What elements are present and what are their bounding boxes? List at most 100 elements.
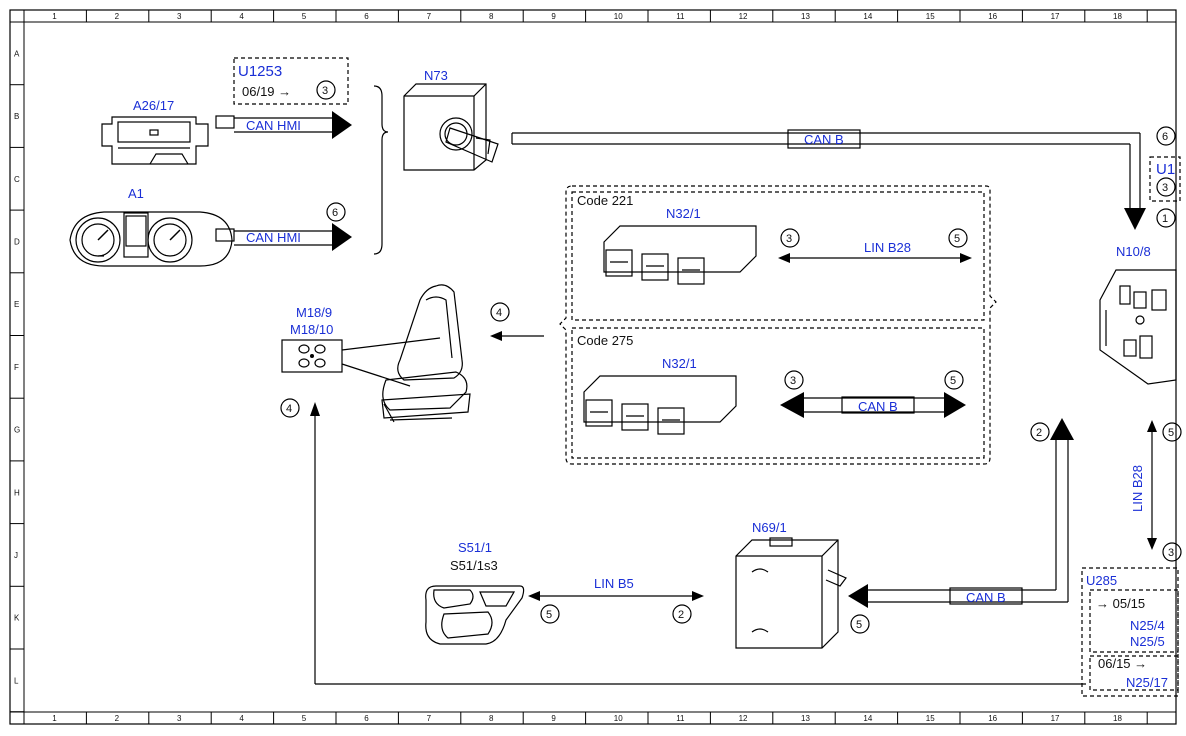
n32-221-right-marker: 5 — [954, 233, 960, 245]
grid-col-label: 11 — [676, 714, 685, 723]
a1-label: A1 — [128, 186, 144, 201]
grid-col-label: 5 — [302, 12, 307, 21]
s51-1s3-label: S51/1s3 — [450, 558, 498, 573]
grid-col-label: 6 — [364, 714, 369, 723]
s51-1-label: S51/1 — [458, 540, 492, 555]
lin-b28-221-bus: 3 5 LIN B28 — [778, 228, 972, 263]
n25-4-label: N25/4 — [1130, 618, 1165, 633]
m18-9-label: M18/9 — [296, 305, 332, 320]
fan-icon — [298, 344, 326, 368]
can-b-top-bus: CAN B — [511, 129, 1146, 230]
grid-col-label: 3 — [177, 12, 182, 21]
lin-b28-vertical-label: LIN B28 — [1130, 465, 1145, 512]
m18-fan-motors: M18/9 M18/10 — [281, 305, 441, 387]
n32-221-left-marker: 3 — [786, 233, 792, 245]
grid-col-label: 15 — [926, 12, 935, 21]
lin-bottom-marker: 3 — [1168, 547, 1174, 559]
u285-box: U285 → 05/15 N25/4 N25/5 06/15 → N25/17 — [1081, 567, 1179, 697]
can-b-n69-label: CAN B — [966, 590, 1006, 605]
u1-partial-label: U1 — [1156, 161, 1175, 178]
can-hmi-bus-1: CAN HMI — [215, 111, 352, 139]
grid-col-label: 6 — [364, 12, 369, 21]
n32-275-right-marker: 5 — [950, 375, 956, 387]
s51-left-marker: 5 — [546, 609, 552, 621]
grid-col-label: 14 — [863, 12, 872, 21]
right-top-marker: 6 — [1162, 131, 1168, 143]
n32-275-left-marker: 3 — [790, 375, 796, 387]
grid-col-label: 3 — [177, 714, 182, 723]
can-hmi-label-1: CAN HMI — [246, 118, 301, 133]
n32-variants-box: Code 221 Code 275 — [559, 185, 997, 465]
grid-col-label: 14 — [863, 714, 872, 723]
grid-row-label: E — [14, 300, 19, 309]
grid-col-label: 8 — [489, 714, 494, 723]
u1253-label: U1253 — [238, 63, 282, 80]
grid-col-label: 13 — [801, 714, 810, 723]
grid-col-label: 5 — [302, 714, 307, 723]
right-arrow-marker: 1 — [1162, 213, 1168, 225]
grid-ticks: 1122334455667788991010111112121313141415… — [10, 10, 1148, 724]
grid-row-label: B — [14, 112, 19, 121]
grid-col-label: 2 — [115, 714, 120, 723]
can-hmi-bus-2: CAN HMI 6 — [215, 202, 352, 251]
a26-17-head-unit: A26/17 — [101, 98, 209, 165]
u1253-marker: 3 — [322, 85, 328, 97]
grid-col-label: 11 — [676, 12, 685, 21]
grid-col-label: 4 — [239, 12, 244, 21]
u1253-box: U1253 06/19 → 3 — [233, 57, 349, 105]
grid-col-label: 15 — [926, 714, 935, 723]
n69-marker: 5 — [856, 619, 862, 631]
can-b-n69-bus: CAN B 5 — [848, 584, 1068, 634]
grid-col-label: 9 — [551, 12, 556, 21]
a1-instrument-cluster: A1 — [69, 186, 233, 267]
grid-col-label: 12 — [739, 714, 748, 723]
can-b-275-bus: 3 5 CAN B — [780, 370, 966, 418]
seat-illustration — [381, 284, 471, 423]
can-b-vertical-bus: 2 — [1030, 418, 1074, 602]
n32-1-module-275: N32/1 — [583, 356, 737, 435]
grid-row-label: H — [14, 488, 20, 497]
u1253-date: 06/19 → — [242, 84, 291, 99]
lin-b28-vertical-bus: LIN B28 5 3 — [1130, 420, 1182, 562]
a1-can-marker: 6 — [332, 207, 338, 219]
can-b-275-label: CAN B — [858, 399, 898, 414]
grid-col-label: 1 — [52, 12, 57, 21]
grid-row-label: D — [14, 237, 20, 246]
s51-right-marker: 2 — [678, 609, 684, 621]
input-brace — [373, 85, 389, 255]
grid-col-label: 8 — [489, 12, 494, 21]
grid-row-label: J — [14, 551, 18, 560]
date-0515: → 05/15 — [1096, 596, 1145, 611]
n32-1-a-label: N32/1 — [666, 206, 701, 221]
grid-col-label: 7 — [427, 12, 432, 21]
grid-col-label: 10 — [614, 12, 623, 21]
grid-row-label: F — [14, 363, 19, 372]
n10-8-label: N10/8 — [1116, 244, 1151, 259]
grid-col-label: 18 — [1113, 714, 1122, 723]
n25-17-label: N25/17 — [1126, 675, 1168, 690]
grid-row-label: K — [14, 614, 20, 623]
a26-17-label: A26/17 — [133, 98, 174, 113]
grid-col-label: 4 — [239, 714, 244, 723]
n69-1-module: N69/1 — [735, 520, 847, 649]
grid-row-label: C — [14, 175, 20, 184]
date-0615: 06/15 → — [1098, 656, 1147, 671]
grid-row-label: G — [14, 426, 20, 435]
n32-1-b-label: N32/1 — [662, 356, 697, 371]
can-b-top-label: CAN B — [804, 132, 844, 147]
m18-10-label: M18/10 — [290, 322, 333, 337]
lin-b5-label: LIN B5 — [594, 576, 634, 591]
n32-1-module-221: N32/1 — [603, 206, 757, 285]
can-hmi-label-2: CAN HMI — [246, 230, 301, 245]
grid-row-label: L — [14, 676, 19, 685]
lin-top-marker: 5 — [1168, 427, 1174, 439]
seat-link: 4 — [490, 302, 544, 341]
can-up-marker: 2 — [1036, 427, 1042, 439]
grid-col-label: 9 — [551, 714, 556, 723]
right-u1-marker: 3 — [1162, 182, 1168, 194]
right-markers: 6 U1 3 1 — [1149, 126, 1181, 228]
grid-col-label: 10 — [614, 714, 623, 723]
grid-col-label: 13 — [801, 12, 810, 21]
s51-1-seat-switch: S51/1 S51/1s3 — [425, 540, 525, 645]
